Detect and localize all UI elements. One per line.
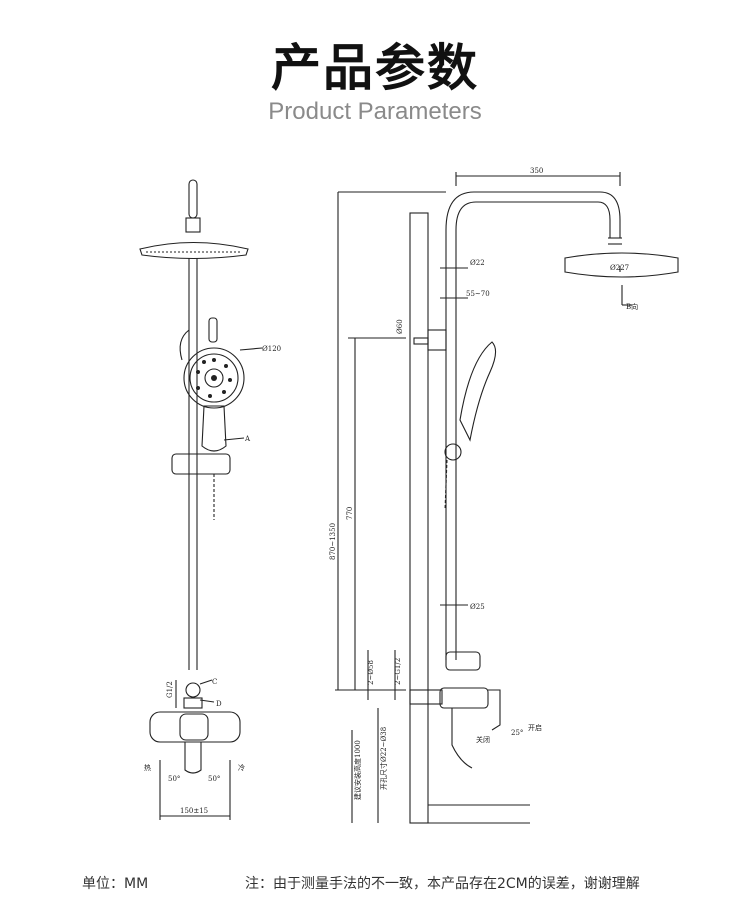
front-label-d: D <box>216 700 222 708</box>
front-slide-bracket <box>171 453 231 475</box>
front-mixer-body <box>149 711 241 743</box>
front-riser-top <box>188 179 198 219</box>
page-subtitle: Product Parameters <box>268 98 482 125</box>
side-b-dir-label: B向 <box>626 302 638 311</box>
front-label-a: A <box>244 435 251 443</box>
side-height-870-1350: 870~1350 <box>329 523 337 560</box>
front-hand-shower-face <box>183 347 245 409</box>
technical-drawing: Ø120 A C D G1/2 热 冷 50° 50° 150±15 350 Ø… <box>139 167 679 824</box>
side-dia-22-label: Ø22 <box>470 259 485 267</box>
side-shower-head <box>564 252 679 278</box>
side-mixer-lever <box>488 689 501 731</box>
front-hand-shower-handle <box>201 405 227 452</box>
side-dia-227-label: Ø227 <box>610 264 629 272</box>
side-spout <box>451 708 473 769</box>
front-label-c: C <box>212 678 217 686</box>
side-top-arm <box>445 191 621 238</box>
front-dia-120-label: Ø120 <box>262 345 281 353</box>
side-height-770: 770 <box>346 507 354 520</box>
front-g12-label: G1/2 <box>166 681 174 698</box>
unit-label: 单位：MM <box>82 876 149 892</box>
side-dia-25-label: Ø25 <box>470 603 485 611</box>
front-head-connector <box>185 217 201 233</box>
front-angle-left: 50° <box>168 775 180 783</box>
side-2dia58-label: 2~Ø58 <box>367 660 375 685</box>
front-view <box>139 179 263 820</box>
side-2g12-label: 2~G1/2 <box>394 658 402 685</box>
page-title: 产品参数 <box>271 39 479 97</box>
side-angle-25-label: 25° <box>511 729 523 737</box>
side-55-70-label: 55~70 <box>466 290 490 298</box>
side-mixer-body <box>439 687 489 709</box>
side-open-label: 开启 <box>528 723 542 732</box>
front-diverter-c <box>185 682 201 698</box>
side-wall-bracket <box>427 329 447 351</box>
front-angle-right: 50° <box>208 775 220 783</box>
side-hand-shower <box>459 341 497 442</box>
side-view <box>335 172 679 824</box>
side-dia-60-label: Ø60 <box>396 319 404 334</box>
front-shower-head <box>139 242 249 260</box>
front-cold-label: 冷 <box>238 763 245 772</box>
side-wall <box>409 212 429 824</box>
side-hole-size-label: 开孔尺寸Ø22~Ø38 <box>379 727 388 790</box>
measurement-note: 注：由于测量手法的不一致，本产品存在2CM的误差，谢谢理解 <box>245 876 640 892</box>
front-hot-label: 热 <box>144 763 151 772</box>
front-width-label: 150±15 <box>180 807 208 815</box>
side-close-label: 关闭 <box>476 735 490 744</box>
front-spout <box>184 742 202 774</box>
side-top-width-label: 350 <box>530 167 543 175</box>
side-slide-bracket <box>444 443 462 461</box>
side-install-height-label: 建议安装高度1000 <box>353 740 362 800</box>
